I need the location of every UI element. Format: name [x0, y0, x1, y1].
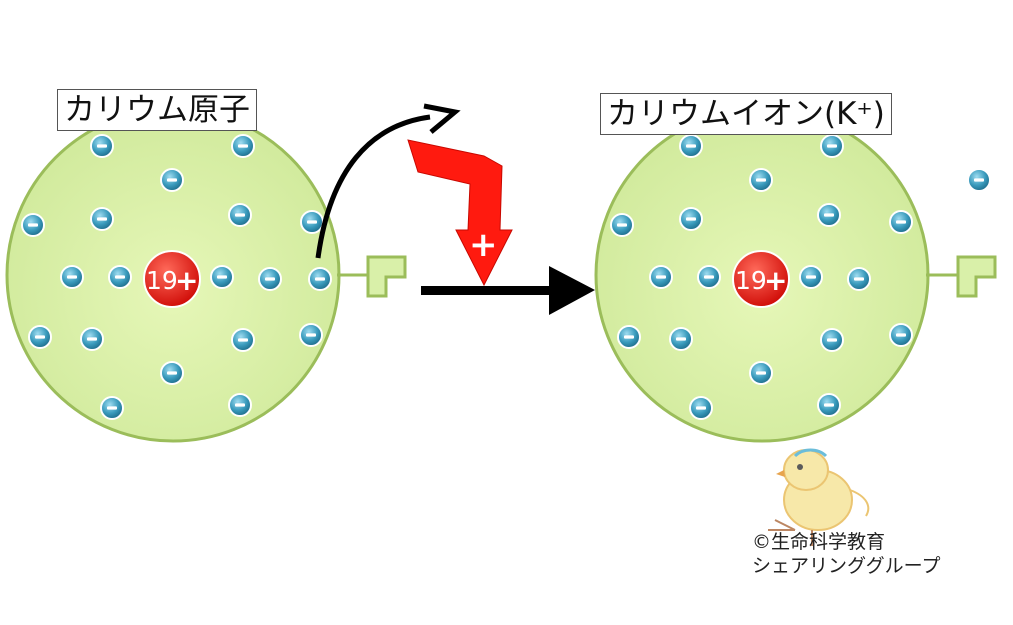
electron [90, 134, 114, 158]
ion-title: カリウムイオン(K⁺) [600, 93, 892, 135]
electron-release-arrow [315, 103, 461, 259]
charge-arrow: + [407, 139, 513, 287]
electron [889, 210, 913, 234]
electron [669, 327, 693, 351]
electron [749, 168, 773, 192]
electron [160, 361, 184, 385]
electron [28, 325, 52, 349]
electron [649, 265, 673, 289]
chick-illustration [768, 448, 870, 546]
left-electrons [21, 134, 332, 420]
electron [610, 213, 634, 237]
nucleus-plus: + [764, 264, 787, 297]
electron [689, 396, 713, 420]
reaction-arrow [421, 266, 595, 315]
electron [108, 265, 132, 289]
electron [100, 396, 124, 420]
charge-plus-icon: + [469, 225, 498, 265]
electron [299, 323, 323, 347]
electron [967, 168, 991, 192]
electron [749, 361, 773, 385]
electron [817, 203, 841, 227]
electron [228, 203, 252, 227]
electron [679, 134, 703, 158]
ion-tab-icon [956, 255, 997, 298]
electron [80, 327, 104, 351]
electron [258, 267, 282, 291]
credit-text: ©生命科学教育 シェアリンググループ [752, 530, 940, 578]
electron [817, 393, 841, 417]
right-electrons [610, 134, 913, 420]
credit-line-1: ©生命科学教育 [752, 531, 886, 553]
electron [90, 207, 114, 231]
electron [300, 210, 324, 234]
credit-line-2: シェアリンググループ [752, 555, 941, 577]
electron [889, 323, 913, 347]
right-nucleus: 19 + [732, 250, 790, 308]
escaped-electron [967, 168, 991, 192]
electron [799, 265, 823, 289]
potassium-atom: 19 + [5, 107, 407, 443]
nucleus-plus: + [175, 264, 198, 297]
left-nucleus: 19 + [143, 250, 201, 308]
electron [820, 134, 844, 158]
potassium-ion: 19 + [594, 107, 997, 443]
electron [847, 267, 871, 291]
nucleus-label: 19 [146, 266, 178, 295]
electron [60, 265, 84, 289]
electron [231, 328, 255, 352]
electron [210, 265, 234, 289]
nucleus-label: 19 [735, 266, 767, 295]
electron [820, 328, 844, 352]
electron [231, 134, 255, 158]
atom-title: カリウム原子 [57, 89, 257, 131]
electron [617, 325, 641, 349]
electron [228, 393, 252, 417]
atom-tab-icon [366, 255, 407, 298]
electron [21, 213, 45, 237]
electron [308, 267, 332, 291]
electron [697, 265, 721, 289]
electron [679, 207, 703, 231]
electron [160, 168, 184, 192]
